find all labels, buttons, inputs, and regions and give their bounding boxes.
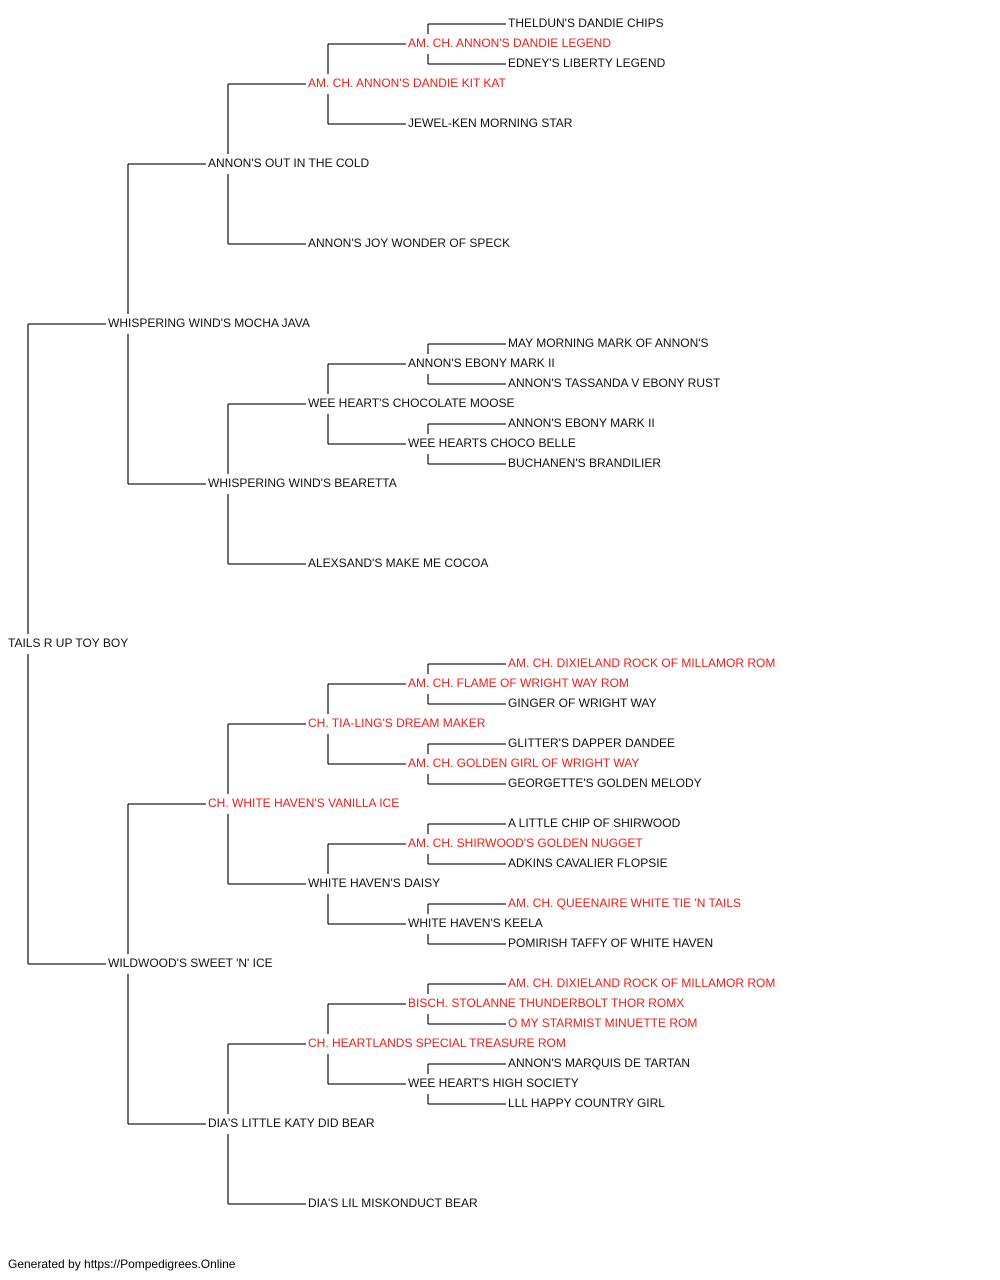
- pedigree-name: WEE HEART'S CHOCOLATE MOOSE: [308, 396, 515, 410]
- pedigree-name: GEORGETTE'S GOLDEN MELODY: [508, 776, 702, 790]
- pedigree-name: WHITE HAVEN'S KEELA: [408, 916, 543, 930]
- pedigree-name: DIA'S LIL MISKONDUCT BEAR: [308, 1196, 478, 1210]
- pedigree-name: WHISPERING WIND'S BEARETTA: [208, 476, 397, 490]
- pedigree-name: AM. CH. GOLDEN GIRL OF WRIGHT WAY: [408, 756, 639, 770]
- pedigree-name: ANNON'S OUT IN THE COLD: [208, 156, 370, 170]
- pedigree-name: JEWEL-KEN MORNING STAR: [408, 116, 573, 130]
- pedigree-name: CH. WHITE HAVEN'S VANILLA ICE: [208, 796, 399, 810]
- pedigree-name: WHITE HAVEN'S DAISY: [308, 876, 440, 890]
- pedigree-name: DIA'S LITTLE KATY DID BEAR: [208, 1116, 375, 1130]
- pedigree-name: GINGER OF WRIGHT WAY: [508, 696, 656, 710]
- pedigree-name: WEE HEART'S HIGH SOCIETY: [408, 1076, 579, 1090]
- pedigree-name: ANNON'S MARQUIS DE TARTAN: [508, 1056, 690, 1070]
- pedigree-name: GLITTER'S DAPPER DANDEE: [508, 736, 675, 750]
- pedigree-name: MAY MORNING MARK OF ANNON'S: [508, 336, 709, 350]
- pedigree-name: AM. CH. DIXIELAND ROCK OF MILLAMOR ROM: [508, 656, 775, 670]
- pedigree-name: EDNEY'S LIBERTY LEGEND: [508, 56, 666, 70]
- pedigree-name: AM. CH. ANNON'S DANDIE LEGEND: [408, 36, 611, 50]
- pedigree-name: AM. CH. DIXIELAND ROCK OF MILLAMOR ROM: [508, 976, 775, 990]
- pedigree-name: ANNON'S TASSANDA V EBONY RUST: [508, 376, 721, 390]
- pedigree-name: WILDWOOD'S SWEET 'N' ICE: [108, 956, 273, 970]
- pedigree-name: ANNON'S JOY WONDER OF SPECK: [308, 236, 510, 250]
- pedigree-name: POMIRISH TAFFY OF WHITE HAVEN: [508, 936, 713, 950]
- pedigree-name: LLL HAPPY COUNTRY GIRL: [508, 1096, 665, 1110]
- pedigree-name: TAILS R UP TOY BOY: [8, 636, 128, 650]
- pedigree-name: CH. HEARTLANDS SPECIAL TREASURE ROM: [308, 1036, 566, 1050]
- pedigree-name: ALEXSAND'S MAKE ME COCOA: [308, 556, 488, 570]
- pedigree-name: O MY STARMIST MINUETTE ROM: [508, 1016, 697, 1030]
- pedigree-name: THELDUN'S DANDIE CHIPS: [508, 16, 664, 30]
- pedigree-name: AM. CH. SHIRWOOD'S GOLDEN NUGGET: [408, 836, 643, 850]
- pedigree-name: CH. TIA-LING'S DREAM MAKER: [308, 716, 486, 730]
- pedigree-name: ANNON'S EBONY MARK II: [508, 416, 655, 430]
- pedigree-name: BUCHANEN'S BRANDILIER: [508, 456, 661, 470]
- pedigree-name: ADKINS CAVALIER FLOPSIE: [508, 856, 668, 870]
- pedigree-name: AM. CH. QUEENAIRE WHITE TIE 'N TAILS: [508, 896, 741, 910]
- pedigree-name: AM. CH. ANNON'S DANDIE KIT KAT: [308, 76, 507, 90]
- pedigree-name: A LITTLE CHIP OF SHIRWOOD: [508, 816, 681, 830]
- pedigree-name: BISCH. STOLANNE THUNDERBOLT THOR ROMX: [408, 996, 684, 1010]
- pedigree-name: ANNON'S EBONY MARK II: [408, 356, 555, 370]
- footer-credit: Generated by https://Pompedigrees.Online: [8, 1257, 236, 1271]
- pedigree-name: WHISPERING WIND'S MOCHA JAVA: [108, 316, 310, 330]
- pedigree-name: WEE HEARTS CHOCO BELLE: [408, 436, 576, 450]
- pedigree-name: AM. CH. FLAME OF WRIGHT WAY ROM: [408, 676, 629, 690]
